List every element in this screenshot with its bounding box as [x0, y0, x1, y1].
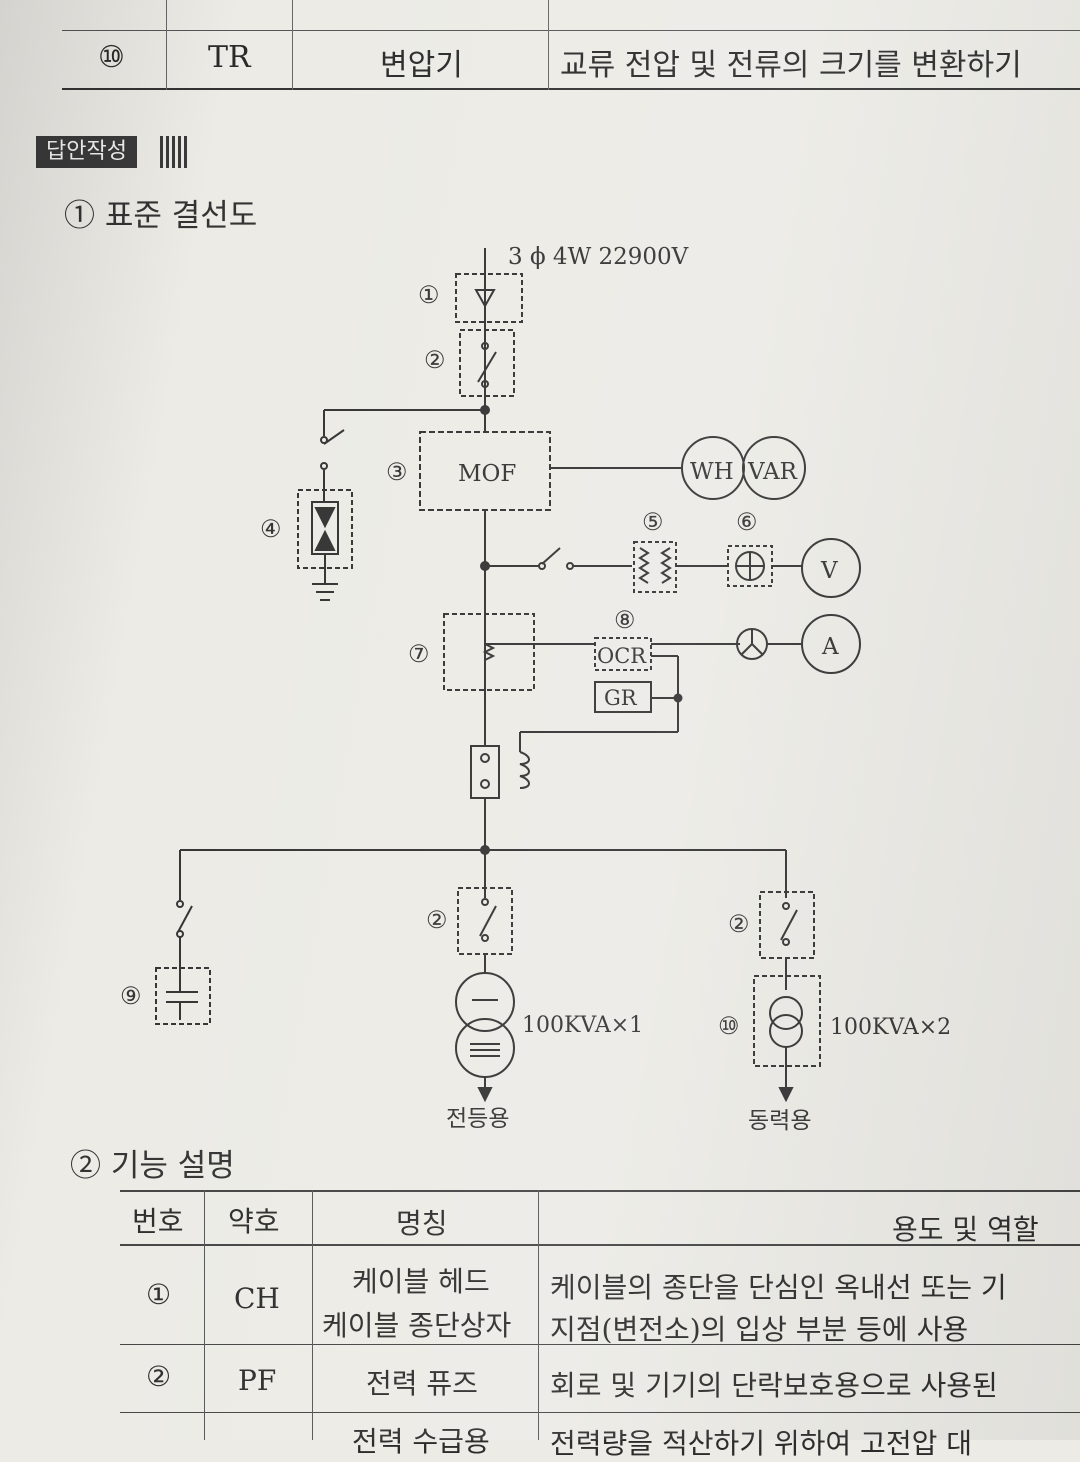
marker-2: ② — [424, 346, 446, 374]
row1-desc-2: 지점(변전소)의 입상 부분 등에 사용 — [550, 1313, 969, 1346]
row1-name-1: 케이블 헤드 — [352, 1265, 490, 1298]
table-rule — [62, 88, 1080, 90]
answer-label: 답안작성 — [36, 136, 137, 168]
row1-name-2: 케이블 종단상자 — [322, 1309, 512, 1342]
row1-desc-1: 케이블의 종단을 단심인 옥내선 또는 기 — [550, 1271, 1007, 1304]
table-divider — [312, 1190, 313, 1440]
load-power-label: 동력용 — [748, 1108, 811, 1134]
table-divider — [538, 1190, 539, 1440]
marker-7: ⑦ — [408, 640, 430, 668]
table-rule — [120, 1344, 1080, 1345]
row3-name: 전력 수급용 — [352, 1425, 490, 1458]
function-table: 번호 약호 명칭 용도 및 역할 ① CH 케이블 헤드 케이블 종단상자 케이… — [120, 1190, 1080, 1460]
marker-10: ⑩ — [718, 1012, 740, 1040]
ocr-label: OCR — [597, 644, 647, 668]
marker-5: ⑤ — [642, 508, 664, 536]
header-name: 명칭 — [396, 1207, 448, 1240]
row1-no: ① — [146, 1278, 172, 1311]
single-line-diagram: 3 ϕ 4W 22900V ① ② ③ MOF WH VAR ④ ⑤ ⑥ V ⑧… — [120, 244, 951, 1134]
load-lighting-label: 전등용 — [446, 1106, 509, 1132]
table-cell-abbr: TR — [208, 40, 251, 75]
table-divider — [548, 0, 549, 90]
table-rule — [120, 1412, 1080, 1413]
table-divider — [204, 1190, 205, 1440]
marker-2-branch-light: ② — [426, 906, 448, 934]
section-title-diagram: ① 표준 결선도 — [64, 198, 258, 234]
table-cell-desc: 교류 전압 및 전류의 크기를 변환하기 — [560, 48, 1022, 83]
table-rule — [120, 1190, 1080, 1192]
mof-label: MOF — [458, 461, 516, 487]
source-label: 3 ϕ 4W 22900V — [508, 244, 689, 270]
previous-table-fragment: ⑩ TR 변압기 교류 전압 및 전류의 크기를 변환하기 — [62, 0, 1080, 90]
header-role: 용도 및 역할 — [892, 1213, 1039, 1246]
wh-label: WH — [690, 459, 734, 485]
row2-desc: 회로 및 기기의 단락보호용으로 사용된 — [550, 1369, 998, 1402]
table-divider — [166, 0, 167, 90]
table-rule — [120, 1244, 1080, 1246]
a-label: A — [821, 634, 839, 660]
table-cell-name: 변압기 — [380, 48, 463, 83]
table-cell-no: ⑩ — [98, 40, 125, 75]
section-title-functions: ② 기능 설명 — [70, 1148, 235, 1184]
header-no: 번호 — [132, 1205, 184, 1238]
marker-6: ⑥ — [736, 508, 758, 536]
row2-abbr: PF — [238, 1364, 277, 1397]
marker-8: ⑧ — [614, 606, 636, 634]
var-label: VAR — [747, 459, 798, 485]
gr-label: GR — [604, 686, 638, 710]
row1-abbr: CH — [234, 1282, 280, 1315]
tr2-rating: 100KVA×2 — [830, 1015, 951, 1040]
marker-2-branch-power: ② — [728, 910, 750, 938]
marker-1: ① — [418, 281, 440, 309]
tr1-rating: 100KVA×1 — [522, 1013, 643, 1038]
table-divider — [292, 0, 293, 90]
answer-label-bars — [160, 136, 188, 168]
marker-3: ③ — [386, 458, 408, 486]
header-abbr: 약호 — [228, 1205, 280, 1238]
row3-desc: 전력량을 적산하기 위하여 고전압 대 — [550, 1427, 973, 1460]
table-rule — [62, 30, 1080, 31]
marker-4: ④ — [260, 515, 282, 543]
row2-name: 전력 퓨즈 — [366, 1367, 478, 1400]
v-label: V — [820, 558, 838, 584]
row2-no: ② — [146, 1360, 172, 1393]
marker-9: ⑨ — [120, 982, 142, 1010]
